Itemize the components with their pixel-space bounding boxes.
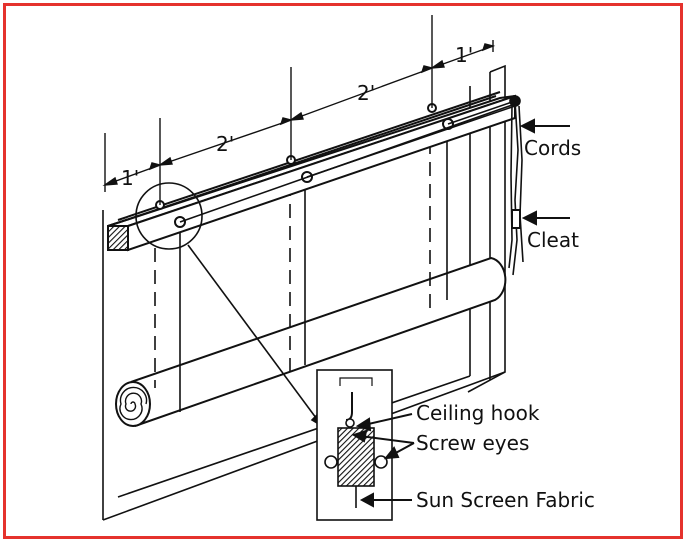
label-cleat: Cleat [527,228,579,252]
label-cords: Cords [524,136,581,160]
detail-inset [316,369,393,521]
label-sun-screen-fabric: Sun Screen Fabric [416,488,595,512]
cleat [511,209,521,229]
label-arrows [351,118,570,508]
dim-left-end: 1' [121,166,139,190]
dim-span-right: 2' [357,81,375,105]
header-board [107,91,516,252]
cords [179,95,524,276]
ceiling-lines [104,15,494,205]
label-screw-eyes: Screw eyes [416,431,529,455]
rolled-shade-tube [115,256,507,427]
label-ceiling-hook: Ceiling hook [416,401,540,425]
dim-span-left: 2' [216,132,234,156]
dim-right-end: 1' [455,43,473,67]
shade-fabric-lines [154,128,448,412]
dimension-lines [102,43,496,186]
red-border-frame [3,3,683,539]
